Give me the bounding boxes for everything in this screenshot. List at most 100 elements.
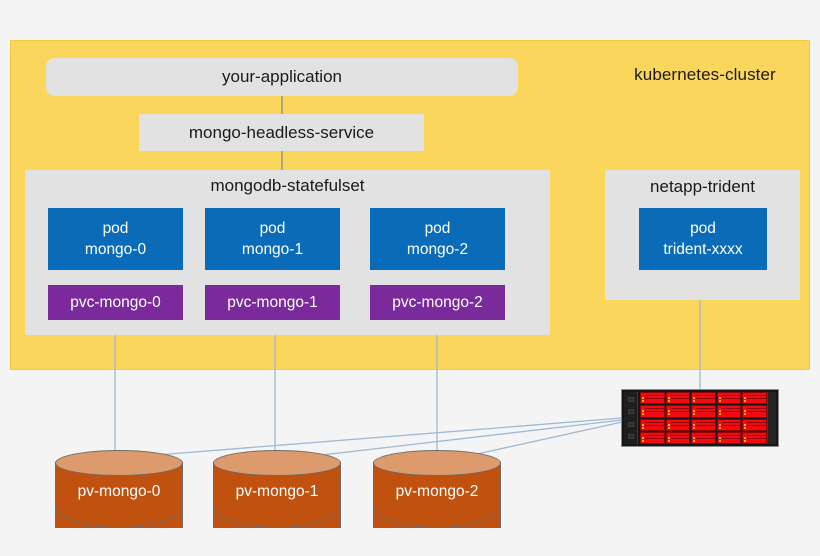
drive-led-icon — [667, 397, 670, 400]
drive-led-icon — [718, 423, 721, 426]
drive-vents — [747, 434, 766, 441]
drive-led-icon — [642, 423, 644, 426]
disk-drive — [691, 431, 716, 444]
pod-kind-label: pod — [259, 220, 286, 237]
cylinder-top — [55, 450, 183, 476]
pod-mongo-1[interactable]: pod mongo-1 — [205, 208, 340, 270]
disk-drive — [640, 431, 665, 444]
pvc-label: pvc-mongo-2 — [392, 293, 483, 311]
your-application-box[interactable]: your-application — [46, 58, 518, 96]
disk-drive — [640, 418, 665, 431]
drive-vents — [670, 421, 690, 428]
disk-drive — [716, 431, 742, 444]
disk-drive — [665, 431, 691, 444]
drive-vents — [645, 421, 664, 428]
mongo-headless-service-label: mongo-headless-service — [188, 122, 375, 142]
drive-vents — [696, 434, 715, 441]
disk-drive — [742, 431, 767, 444]
rail-indicator — [627, 409, 634, 415]
drive-vents — [721, 421, 741, 428]
netapp-trident-label: netapp-trident — [650, 177, 755, 196]
pvc-label: pvc-mongo-1 — [227, 293, 318, 311]
link-pv0-to-array — [118, 417, 623, 459]
drive-vents — [721, 408, 741, 415]
disk-drive — [691, 392, 716, 405]
pv-label: pv-mongo-1 — [235, 483, 319, 500]
rail-indicator — [627, 421, 634, 427]
disk-drive — [640, 392, 665, 405]
disk-drive — [742, 392, 767, 405]
array-rail — [624, 392, 638, 444]
drive-led-icon — [667, 410, 670, 413]
rail-indicator — [627, 396, 634, 402]
pv-mongo-0[interactable]: pv-mongo-0 — [55, 450, 183, 540]
disk-drive — [665, 418, 691, 431]
disk-drive — [742, 418, 767, 431]
disk-drive — [640, 405, 665, 418]
drive-vents — [721, 434, 741, 441]
pod-trident[interactable]: pod trident-xxxx — [639, 208, 767, 270]
drive-vents — [645, 408, 664, 415]
disk-drive — [716, 405, 742, 418]
drive-vents — [721, 395, 741, 402]
pvc-mongo-1[interactable]: pvc-mongo-1 — [205, 285, 340, 320]
disk-drive — [742, 405, 767, 418]
cylinder-top — [213, 450, 341, 476]
disk-drive — [665, 405, 691, 418]
drive-led-icon — [693, 436, 696, 439]
pod-name-label: mongo-0 — [84, 241, 147, 258]
pod-kind-label: pod — [424, 220, 451, 237]
array-endcap — [767, 392, 776, 444]
drive-led-icon — [667, 436, 670, 439]
drive-vents — [645, 434, 664, 441]
pod-mongo-0[interactable]: pod mongo-0 — [48, 208, 183, 270]
drive-vents — [747, 395, 766, 402]
drive-led-icon — [693, 410, 696, 413]
drive-bay-grid — [638, 392, 767, 444]
drive-led-icon — [718, 436, 721, 439]
drive-led-icon — [693, 423, 696, 426]
disk-drive — [665, 392, 691, 405]
drive-led-icon — [744, 397, 747, 400]
kubernetes-cluster-label: kubernetes-cluster — [634, 65, 776, 84]
pod-kind-label: pod — [102, 220, 129, 237]
disk-drive — [691, 418, 716, 431]
pvc-mongo-0[interactable]: pvc-mongo-0 — [48, 285, 183, 320]
drive-vents — [670, 434, 690, 441]
disk-drive — [716, 392, 742, 405]
storage-array-icon[interactable] — [621, 389, 779, 447]
drive-led-icon — [718, 397, 721, 400]
drive-led-icon — [642, 436, 644, 439]
rail-indicator — [627, 434, 634, 440]
your-application-label: your-application — [221, 67, 342, 86]
drive-vents — [696, 421, 715, 428]
cylinder-top — [373, 450, 501, 476]
mongo-headless-service-box[interactable]: mongo-headless-service — [139, 114, 424, 151]
pv-label: pv-mongo-0 — [77, 483, 161, 500]
pod-mongo-2[interactable]: pod mongo-2 — [370, 208, 505, 270]
pvc-label: pvc-mongo-0 — [70, 293, 161, 311]
drive-led-icon — [642, 410, 644, 413]
drive-led-icon — [667, 423, 670, 426]
pv-label: pv-mongo-2 — [395, 483, 479, 500]
pod-name-label: trident-xxxx — [663, 241, 743, 258]
pv-mongo-1[interactable]: pv-mongo-1 — [213, 450, 341, 540]
drive-vents — [747, 408, 766, 415]
drive-led-icon — [642, 397, 644, 400]
drive-led-icon — [718, 410, 721, 413]
drive-led-icon — [744, 423, 747, 426]
drive-led-icon — [744, 410, 747, 413]
pod-name-label: mongo-2 — [406, 241, 469, 258]
drive-vents — [747, 421, 766, 428]
drive-led-icon — [693, 397, 696, 400]
pv-mongo-2[interactable]: pv-mongo-2 — [373, 450, 501, 540]
pod-kind-label: pod — [690, 220, 716, 237]
pvc-mongo-2[interactable]: pvc-mongo-2 — [370, 285, 505, 320]
mongodb-statefulset-label: mongodb-statefulset — [210, 176, 365, 195]
drive-vents — [696, 408, 715, 415]
drive-vents — [696, 395, 715, 402]
drive-led-icon — [744, 436, 747, 439]
disk-drive — [691, 405, 716, 418]
drive-vents — [645, 395, 664, 402]
